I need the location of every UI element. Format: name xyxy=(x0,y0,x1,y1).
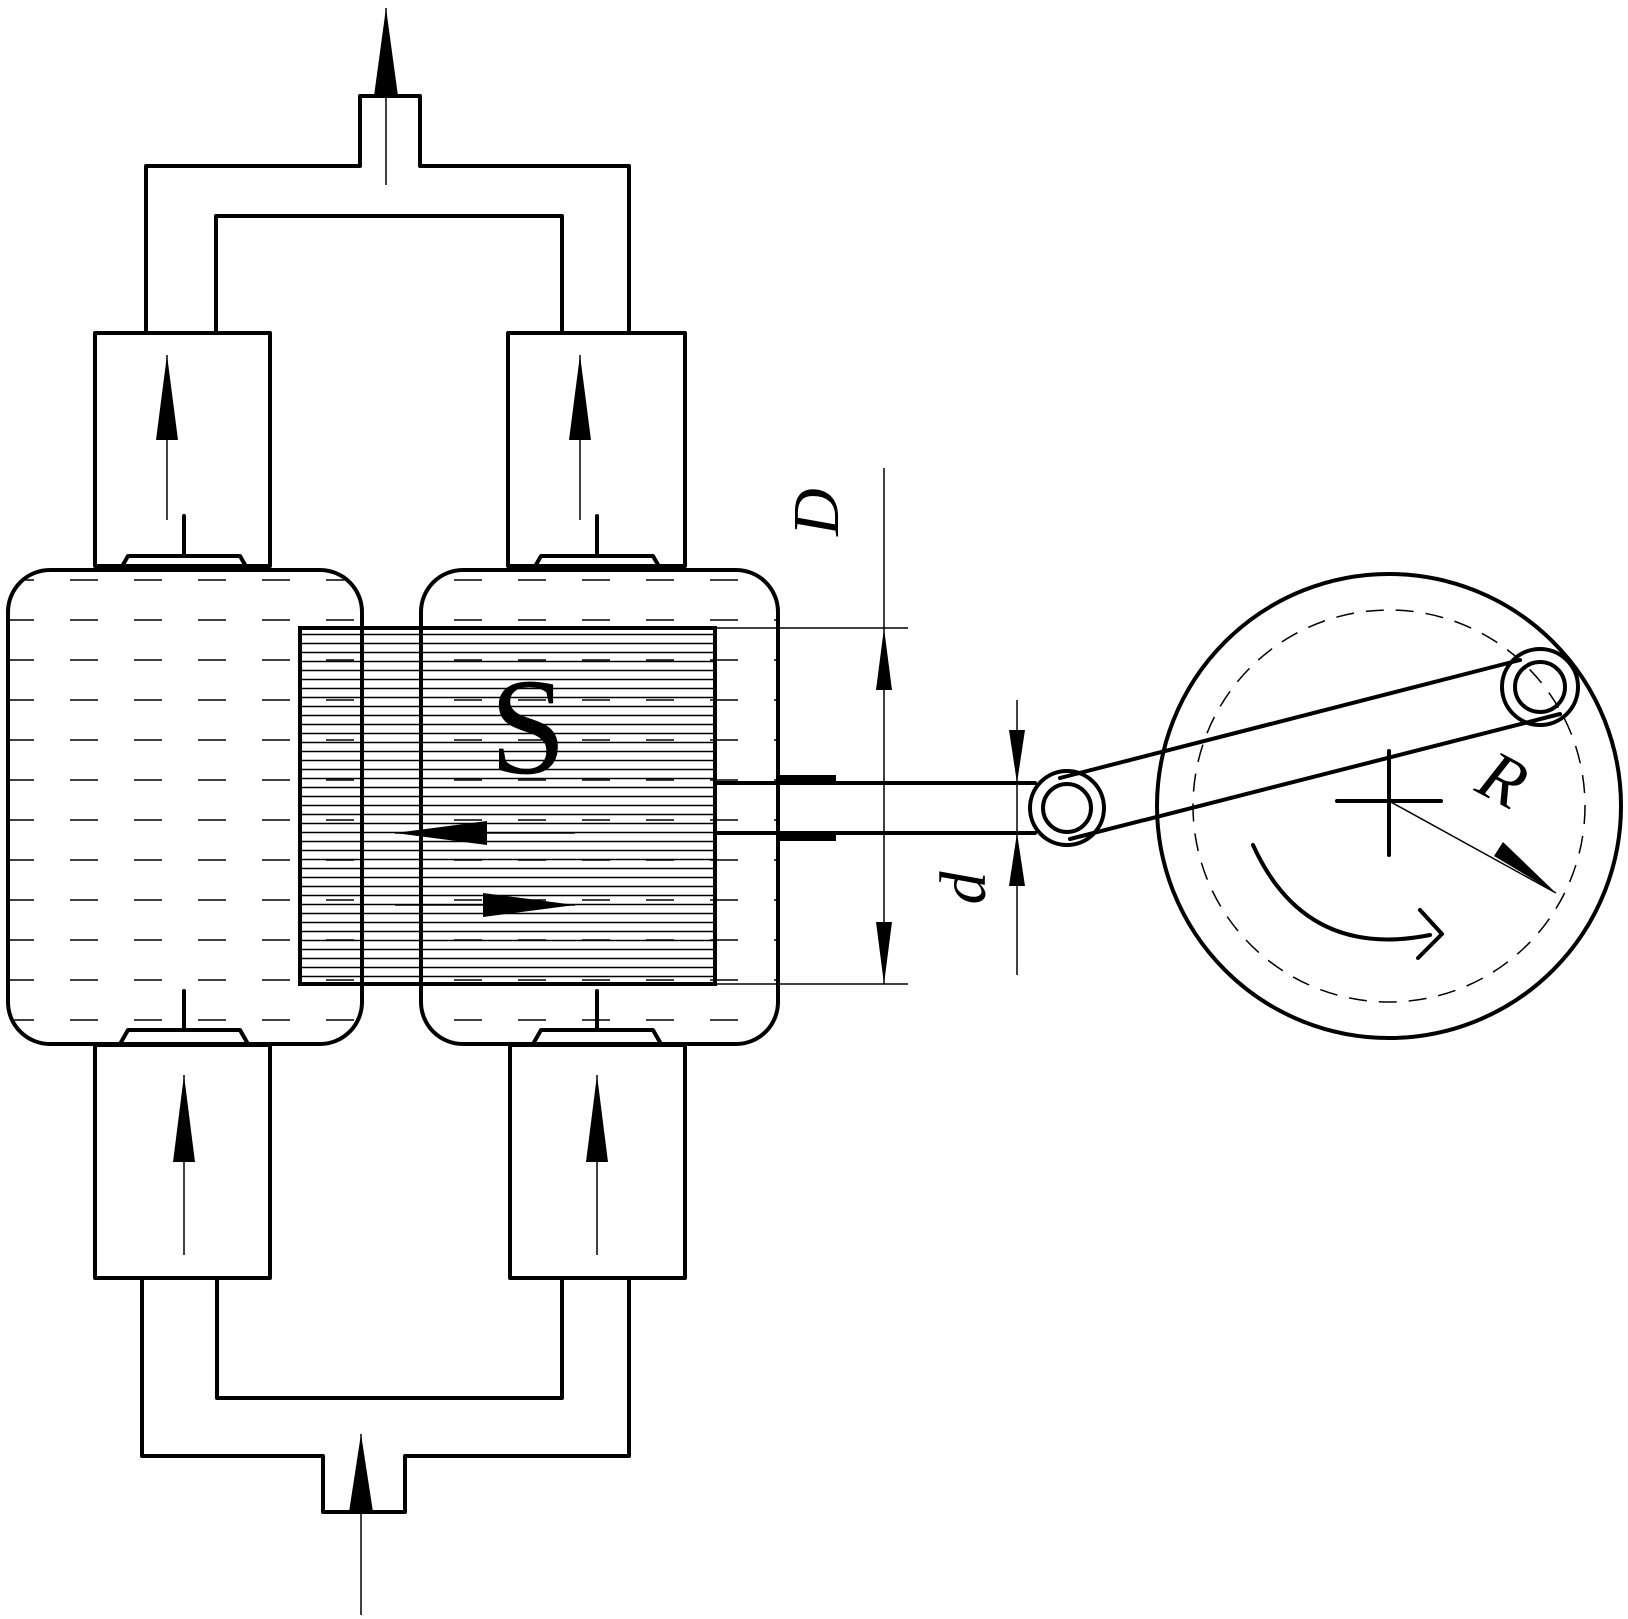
crank-radius-arrow-icon xyxy=(1494,842,1556,893)
rotation-path xyxy=(1251,843,1432,942)
left-suction-arrow-icon xyxy=(173,1075,195,1162)
crank-pin-outer xyxy=(1500,647,1580,727)
rod-dimension-arrow-top-icon xyxy=(1009,730,1025,783)
piston-left-stroke-arrow-icon xyxy=(395,821,487,845)
right-discharge-arrow-icon xyxy=(569,355,591,440)
inlet-arrow-icon xyxy=(349,1434,373,1512)
piston-label: S xyxy=(490,650,567,803)
crank-radius-label: R xyxy=(1465,736,1540,825)
discharge-manifold xyxy=(93,8,687,568)
dimensions: D d xyxy=(715,468,1025,985)
left-discharge-chamber xyxy=(93,331,272,568)
right-suction-valve xyxy=(531,989,663,1046)
rod-dimension-arrow-bottom-icon xyxy=(1009,833,1025,886)
bore-dimension-arrow-top-icon xyxy=(876,628,892,690)
right-discharge-chamber xyxy=(506,331,687,568)
valves xyxy=(118,514,663,1046)
left-discharge-arrow-icon xyxy=(156,355,178,440)
crank-pin-inner xyxy=(1513,660,1567,714)
left-discharge-valve xyxy=(118,514,250,572)
piston: S xyxy=(298,626,717,986)
crank-disc xyxy=(1155,572,1623,1040)
bore-diameter-label: D xyxy=(780,488,853,537)
piston-rod xyxy=(713,775,1037,841)
suction-manifold xyxy=(93,1043,687,1615)
left-suction-valve xyxy=(118,989,250,1046)
rod-seal-top xyxy=(778,775,836,783)
piston-right-stroke-arrow-icon xyxy=(483,893,575,917)
bore-dimension-arrow-bottom-icon xyxy=(876,922,892,984)
crank-radius-line xyxy=(1388,800,1557,894)
crosshead-pin-outer xyxy=(1028,769,1106,847)
connecting-rod xyxy=(1028,647,1580,847)
right-suction-arrow-icon xyxy=(586,1075,608,1162)
rod-diameter-label: d xyxy=(927,871,1000,905)
crank-mechanism: R xyxy=(1155,572,1623,1040)
rod-seal-bottom xyxy=(778,833,836,841)
right-discharge-valve xyxy=(531,514,663,572)
crosshead-pin-inner xyxy=(1041,782,1093,834)
rotation-arrow-icon xyxy=(1416,908,1444,960)
outlet-arrow-icon xyxy=(374,8,398,96)
